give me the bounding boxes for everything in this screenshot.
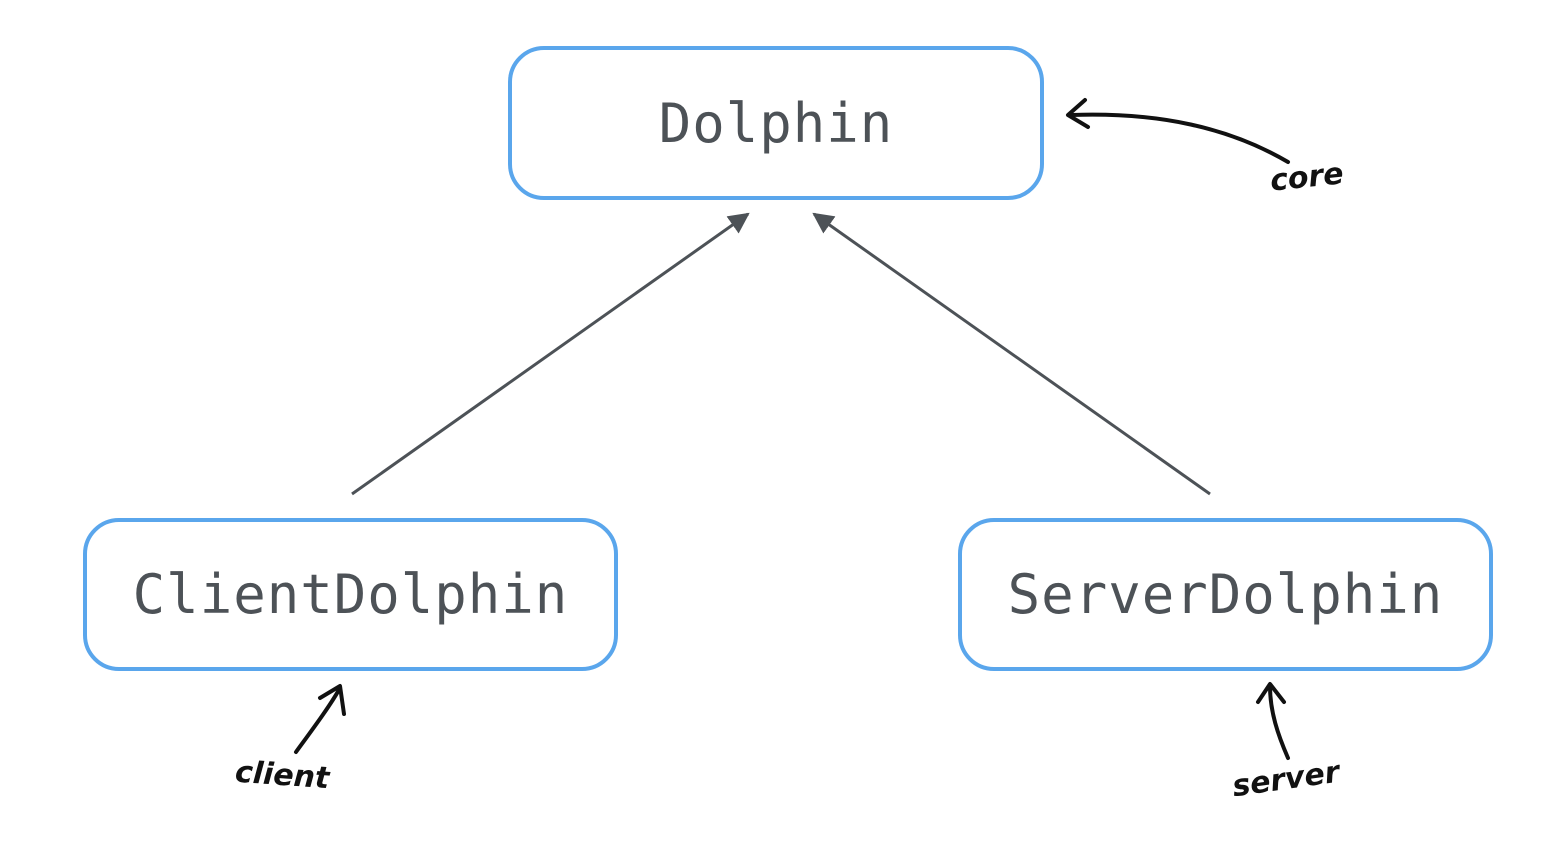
client-annotation: client bbox=[233, 754, 331, 797]
dolphin-node-label: Dolphin bbox=[658, 91, 894, 155]
core-pointer-arrow bbox=[1066, 98, 1290, 164]
client-dolphin-node-label: ClientDolphin bbox=[132, 563, 569, 626]
server-pointer-arrow bbox=[1256, 682, 1290, 760]
edge-server-to-dolphin bbox=[812, 212, 1211, 496]
client-pointer-arrow bbox=[294, 684, 346, 754]
server-dolphin-node: ServerDolphin bbox=[958, 518, 1493, 671]
edge-client-to-dolphin bbox=[351, 212, 750, 496]
dolphin-node: Dolphin bbox=[508, 46, 1044, 200]
client-dolphin-node: ClientDolphin bbox=[83, 518, 618, 671]
server-dolphin-node-label: ServerDolphin bbox=[1007, 563, 1444, 626]
